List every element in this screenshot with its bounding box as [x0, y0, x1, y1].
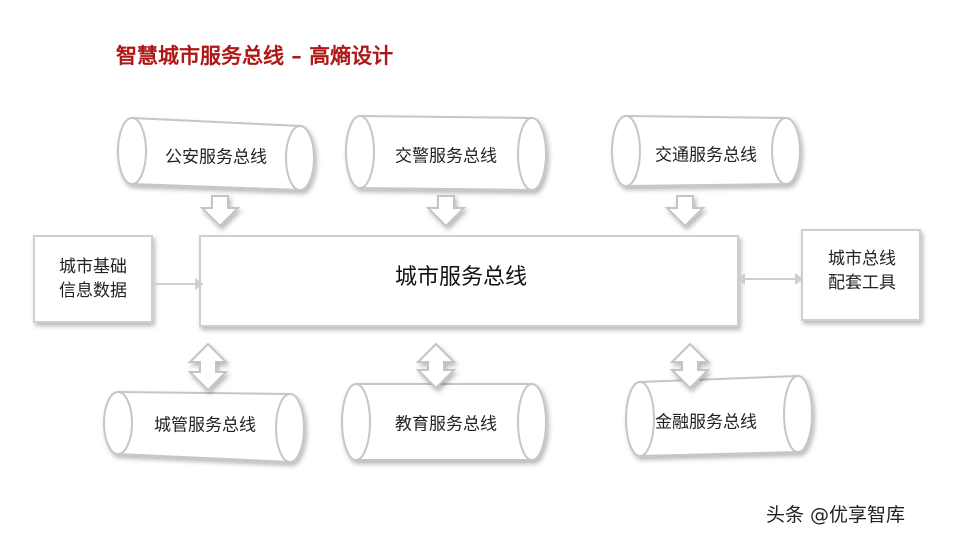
pipe-top-2: [345, 114, 547, 192]
pipe-bottom-3: [625, 374, 813, 458]
pipe-top-1-label: 公安服务总线: [165, 147, 267, 168]
right-connector: [736, 273, 804, 285]
pipe-top-2-label: 交警服务总线: [395, 146, 497, 167]
watermark: 头条 @优享智库: [766, 504, 906, 526]
pipe-bottom-2-label: 教育服务总线: [395, 414, 497, 435]
pipe-bottom-1: [103, 390, 305, 464]
pipe-top-3: [611, 114, 801, 188]
right-box-line1: 城市总线: [828, 249, 896, 269]
diagram-title: 智慧城市服务总线 – 高熵设计: [116, 43, 394, 68]
arrow-bottom-3: [669, 342, 711, 390]
pipe-top-1: [117, 116, 315, 192]
left-box-label: 城市基础 信息数据: [59, 255, 127, 303]
pipe-bottom-2: [341, 383, 547, 461]
arrow-top-2: [425, 195, 467, 228]
arrow-top-1: [199, 195, 241, 228]
arrow-bottom-2: [415, 342, 457, 390]
left-box-line1: 城市基础: [59, 257, 127, 277]
left-box-line2: 信息数据: [59, 281, 127, 301]
right-box-label: 城市总线 配套工具: [828, 247, 896, 295]
arrow-top-3: [664, 195, 706, 228]
center-bus-box: [199, 235, 739, 327]
right-tools-box: [801, 229, 921, 321]
left-data-box: [33, 235, 153, 323]
pipe-bottom-1-label: 城管服务总线: [154, 415, 256, 436]
right-box-line2: 配套工具: [828, 273, 896, 293]
pipe-bottom-3-label: 金融服务总线: [655, 412, 757, 433]
pipe-top-3-label: 交通服务总线: [655, 145, 757, 166]
left-connector: [152, 278, 204, 290]
center-bus-label: 城市服务总线: [394, 265, 528, 290]
arrow-bottom-1: [187, 342, 229, 392]
